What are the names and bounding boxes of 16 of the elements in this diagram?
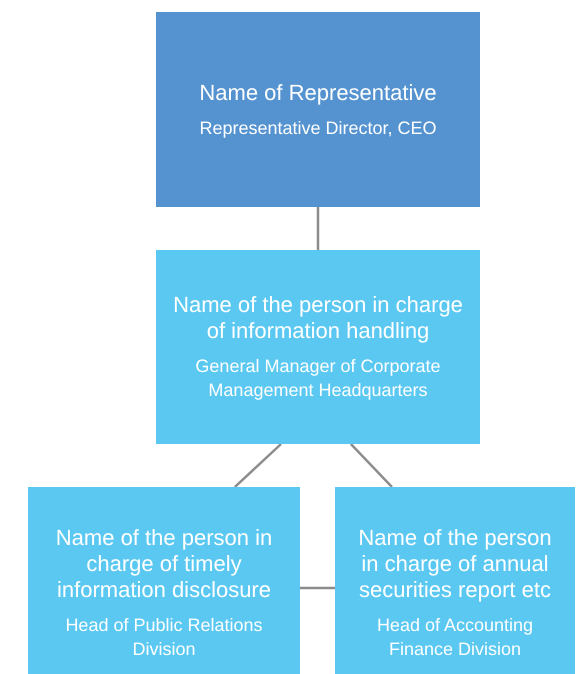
org-chart-box — [28, 487, 300, 674]
org-chart-box — [335, 487, 575, 674]
person-title: Name of the person in charge of annual securities report etc — [357, 525, 553, 603]
position-text: General Manager of Corporate Management Headquarters — [194, 355, 442, 402]
org-chart-box — [156, 250, 480, 444]
person-title: Name of the person in charge of timely information disclosure — [54, 525, 274, 603]
person-title: Name of Representative — [199, 80, 437, 106]
connector-line — [316, 207, 320, 250]
org-chart-box — [156, 12, 480, 207]
person-title: Name of the person in charge of information handling — [172, 292, 464, 344]
connector-line — [350, 443, 393, 488]
position-text: Representative Director, CEO — [199, 116, 437, 140]
position-text: Head of Public Relations Division — [64, 614, 264, 661]
connector-line — [300, 586, 335, 590]
connector-line — [234, 443, 282, 488]
position-text: Head of Accounting Finance Division — [376, 614, 534, 661]
